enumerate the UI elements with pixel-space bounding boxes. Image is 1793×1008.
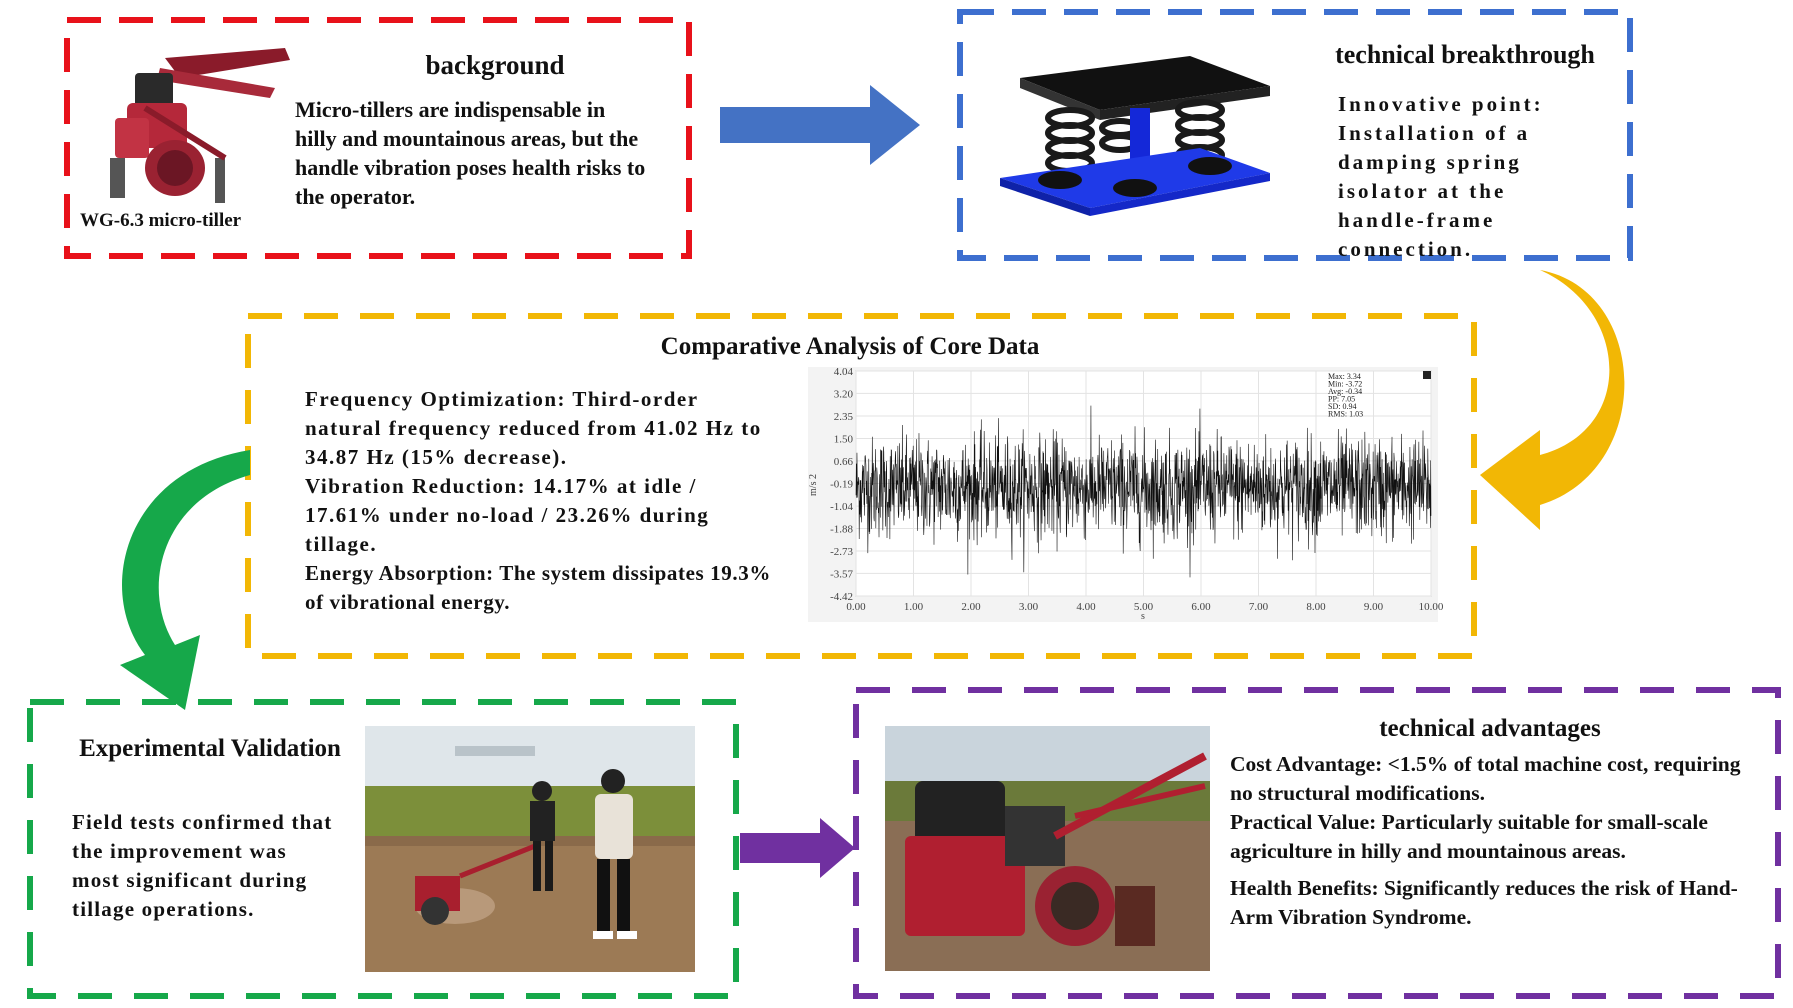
chart-stat-label: RMS: 1.03	[1328, 410, 1363, 419]
chart-x-tick-label: 1.00	[904, 601, 924, 613]
chart-y-tick-label: 3.20	[834, 388, 854, 400]
micro-tiller-image	[110, 48, 290, 203]
analysis-item-frequency: Frequency Optimization: Third-order natu…	[305, 387, 762, 469]
advantages-list: Cost Advantage: <1.5% of total machine c…	[1230, 750, 1750, 932]
chart-x-axis-label: s	[1141, 611, 1145, 622]
vibration-chart: 0.00 1.00 2.00 3.00 4.00 5.00 6.00 7.00 8.00 9.00…	[808, 366, 1444, 622]
arrow-right-icon	[720, 85, 920, 165]
chart-y-tick-label: 1.50	[834, 434, 854, 446]
chart-y-tick-label: 0.66	[834, 456, 854, 468]
breakthrough-text: Innovative point: Installation of a damp…	[1338, 92, 1544, 261]
curved-arrow-green-icon	[120, 450, 250, 710]
validation-title: Experimental Validation	[79, 735, 341, 762]
arrow-right-purple-icon	[740, 818, 855, 878]
chart-y-tick-label: -0.19	[830, 479, 853, 491]
background-title: background	[425, 50, 565, 80]
chart-x-tick-label: 4.00	[1076, 601, 1096, 613]
chart-y-tick-label: -1.04	[830, 501, 853, 513]
validation-text: Field tests confirmed that the improveme…	[72, 810, 333, 921]
analysis-item-vibration: Vibration Reduction: 14.17% at idle / 17…	[305, 474, 710, 556]
chart-stat-label: Max: 3.34	[1328, 372, 1361, 381]
tiller-closeup-photo	[885, 726, 1210, 971]
analysis-item-energy: Energy Absorption: The system dissipates…	[305, 561, 771, 614]
spring-isolator-image	[1000, 56, 1270, 216]
chart-y-tick-label: 4.04	[834, 366, 854, 378]
breakthrough-title: technical breakthrough	[1335, 40, 1595, 69]
advantages-item-practical: Practical Value: Particularly suitable f…	[1230, 810, 1708, 863]
background-text: Micro-tillers are indispensable in hilly…	[295, 97, 646, 209]
chart-stat-label: Avg: -0.34	[1328, 387, 1362, 396]
chart-y-axis-label: m/s 2	[808, 474, 819, 496]
chart-y-tick-label: -3.57	[830, 568, 853, 580]
chart-x-tick-label: 8.00	[1306, 601, 1326, 613]
micro-tiller-caption: WG-6.3 micro-tiller	[80, 210, 242, 231]
chart-stat-label: PP: 7.05	[1328, 395, 1355, 404]
chart-x-tick-label: 5.00	[1134, 601, 1154, 613]
chart-y-tick-label: -2.73	[830, 546, 853, 558]
chart-stat-label: SD: 0.94	[1328, 402, 1356, 411]
chart-stat-label: Min: -3.72	[1328, 380, 1362, 389]
analysis-title: Comparative Analysis of Core Data	[660, 333, 1040, 360]
chart-series-line	[855, 405, 1432, 578]
advantages-item-cost: Cost Advantage: <1.5% of total machine c…	[1230, 752, 1741, 805]
analysis-list: Frequency Optimization: Third-order natu…	[305, 385, 780, 617]
chart-y-tick-label: -1.88	[830, 523, 853, 535]
advantages-item-health: Health Benefits: Significantly reduces t…	[1230, 876, 1738, 929]
advantages-title: technical advantages	[1379, 715, 1601, 742]
chart-y-tick-label: -4.42	[830, 591, 853, 603]
chart-y-tick-label: 2.35	[834, 411, 854, 423]
curved-arrow-gold-icon	[1480, 270, 1625, 530]
chart-x-tick-label: 7.00	[1249, 601, 1269, 613]
chart-x-tick-label: 3.00	[1019, 601, 1039, 613]
field-test-photo	[365, 726, 695, 972]
chart-x-tick-label: 2.00	[961, 601, 981, 613]
chart-x-tick-label: 0.00	[846, 601, 866, 613]
chart-x-tick-label: 10.00	[1419, 601, 1444, 613]
chart-x-tick-label: 9.00	[1364, 601, 1384, 613]
chart-x-tick-label: 6.00	[1191, 601, 1211, 613]
